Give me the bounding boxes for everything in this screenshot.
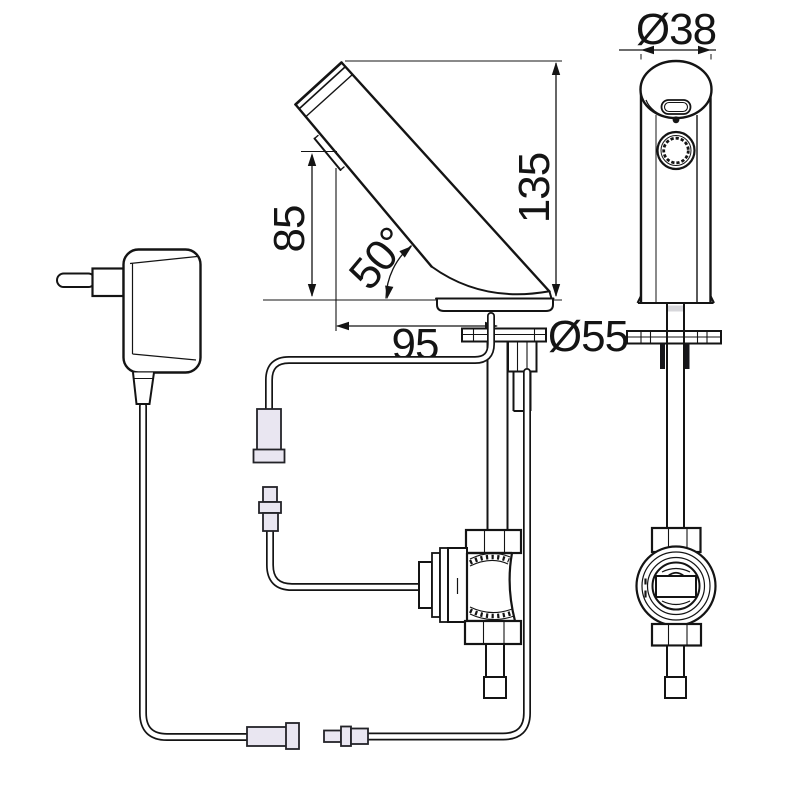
coil-end-block	[418, 561, 433, 609]
spout-bottom-arc	[430, 265, 549, 296]
dim-label-135: 135	[510, 153, 559, 223]
plug-pin-base	[91, 267, 125, 298]
sensor-cable	[265, 312, 495, 413]
spout-cap-seam	[305, 73, 354, 118]
valve-coil-front-ring2	[641, 551, 711, 621]
power-cable-return-core	[365, 369, 530, 739]
valve-terminal-notch	[667, 571, 685, 577]
connector-female-2-cap	[285, 722, 300, 750]
sensor-window	[660, 99, 692, 115]
sensor-cable-core	[266, 313, 494, 412]
valve-coil-front-bore	[651, 561, 701, 611]
connector-male-1-tip	[262, 486, 278, 503]
valve-coil-front-ring3	[646, 556, 706, 616]
connector-female-1	[256, 408, 282, 451]
valve-cable	[266, 527, 423, 591]
connector-male-1-collar	[258, 501, 282, 514]
faucet-side-view	[294, 61, 555, 312]
spout-upper-edge	[340, 61, 551, 293]
valve-stem-front	[666, 644, 685, 678]
socket-bar-right	[684, 343, 690, 369]
cable-connectors	[246, 408, 369, 750]
shank-top-band	[667, 305, 684, 312]
valve-body-top-groove	[469, 552, 511, 567]
spout-base-right-tick	[548, 290, 553, 300]
valve-bore-arcs	[661, 567, 691, 606]
shank-front	[666, 303, 685, 528]
adapter-strain-relief	[132, 372, 155, 405]
connector-male-2-tip	[323, 729, 342, 743]
valve-bottom-nut-side-facets	[482, 621, 505, 644]
connector-female-2	[246, 726, 288, 747]
valve-stem-end-side	[483, 676, 507, 699]
valve-stem-end-front	[664, 676, 687, 699]
plug-pin	[56, 272, 96, 288]
adapter-body-bevels	[129, 255, 198, 361]
coil-plate-1	[431, 552, 441, 618]
sensor-window-inner	[663, 101, 689, 113]
valve-top-nut-side-facets	[483, 530, 506, 553]
valve-cable-core	[267, 528, 422, 590]
mounting-nut-side	[507, 340, 538, 373]
coil-plate-2	[439, 547, 449, 623]
power-cable-core	[140, 403, 250, 740]
cap-front-inner-arc	[645, 99, 670, 119]
dim-label-85: 85	[265, 206, 314, 253]
valve-bottom-nut-front-facets	[667, 624, 688, 646]
valve-terminal-front	[655, 575, 697, 598]
connector-female-1-cap	[252, 448, 286, 464]
valve-bottom-nut-front	[650, 622, 703, 647]
sensor-eye-outer	[656, 130, 696, 171]
power-adapter	[56, 248, 202, 405]
spout-cap-rim-inner	[298, 66, 346, 110]
body-front-base	[636, 295, 715, 304]
dimension-lines	[263, 49, 716, 331]
solenoid-valve-side-view	[418, 528, 523, 699]
spout-base-plate	[435, 297, 555, 312]
faucet-front-view	[626, 59, 722, 528]
extension-ticks-dia38	[640, 54, 712, 60]
cables	[139, 312, 531, 741]
indicator-dot	[672, 116, 680, 124]
valve-body-bottom-groove	[469, 606, 515, 621]
mounting-nut-side-facets	[516, 341, 528, 372]
valve-bottom-nut-side	[463, 619, 523, 646]
valve-body-outline	[465, 551, 517, 623]
valve-top-nut-side	[464, 528, 523, 555]
valve-body-bottom-hatch	[469, 608, 514, 619]
spout-cap-rim	[294, 61, 343, 106]
dim-label-50deg: 50°	[340, 219, 418, 299]
deck-flange-side-ticks	[472, 328, 536, 342]
dim-label-dia38: Ø38	[636, 5, 716, 54]
deck-flange-front-ticks	[640, 331, 708, 344]
spout-lower-edge	[294, 103, 433, 268]
solenoid-valve-front-view	[635, 526, 717, 699]
supply-pipe-side	[486, 341, 509, 530]
power-cable	[139, 402, 251, 741]
sensor-eye-inner	[662, 136, 690, 165]
socket-bar-left	[660, 343, 665, 369]
sensor-eye-mid	[660, 135, 692, 166]
dim-label-dia55: Ø55	[548, 312, 628, 361]
aerator-outlet-ends	[313, 134, 345, 171]
connector-male-2-collar	[340, 725, 352, 747]
valve-stem-side	[485, 643, 505, 678]
aerator-outlet	[313, 137, 342, 171]
adapter-body	[122, 248, 202, 374]
connector-male-1-body	[262, 512, 279, 532]
connector-male-2-body	[350, 727, 369, 745]
body-front-edges	[639, 92, 712, 303]
